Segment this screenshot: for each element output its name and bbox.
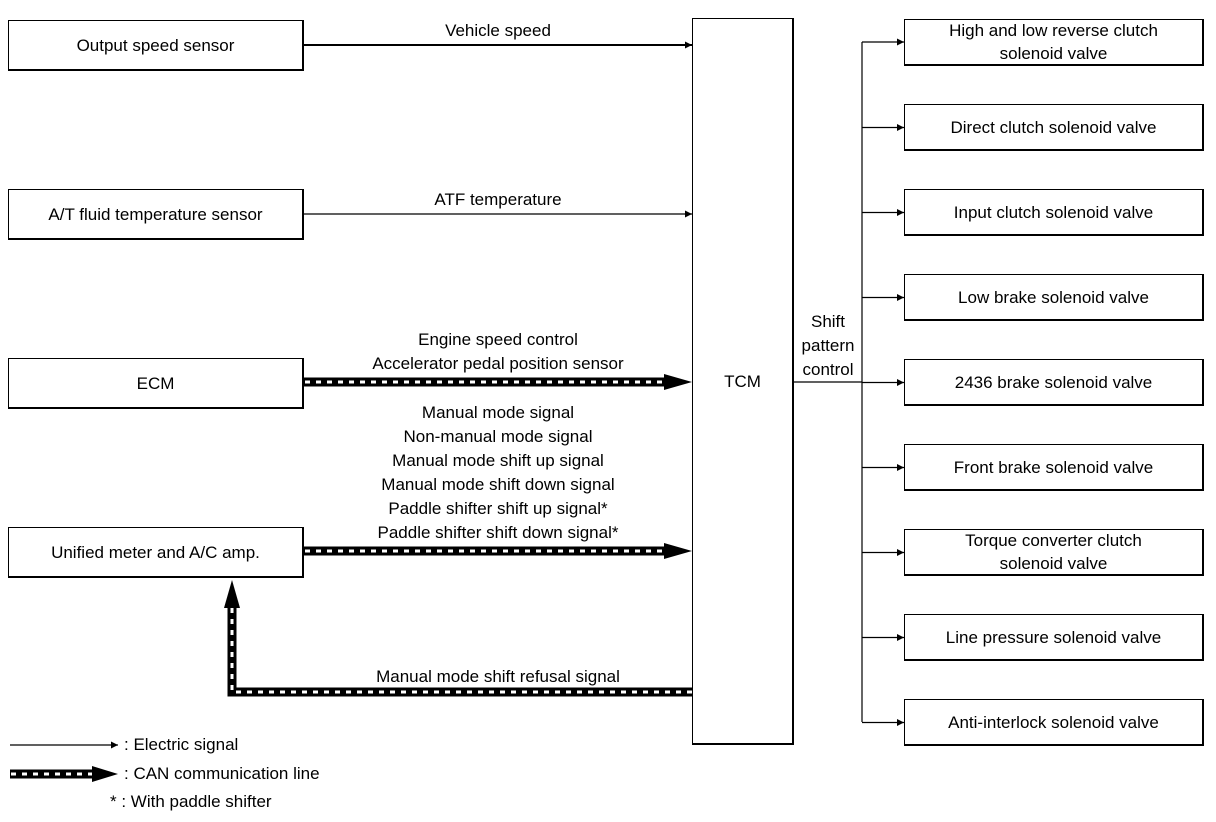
solenoid-valve-label: Direct clutch solenoid valve — [950, 117, 1157, 137]
solenoid-valve-box: Low brake solenoid valve — [904, 274, 1204, 321]
tcm-label: TCM — [724, 371, 761, 391]
solenoid-valve-box: Input clutch solenoid valve — [904, 189, 1204, 236]
solenoid-valve-box: Torque converter clutch solenoid valve — [904, 529, 1204, 576]
solenoid-valve-label: Low brake solenoid valve — [958, 287, 1149, 307]
vehicle-speed-label: Vehicle speed — [445, 21, 551, 40]
shift-pattern-control-label: Shift pattern control — [801, 312, 855, 379]
legend-paddle-label: * : With paddle shifter — [110, 792, 272, 811]
tcm-box: TCM — [692, 18, 794, 745]
solenoid-valve-label: Anti-interlock solenoid valve — [948, 712, 1159, 732]
legend-can-label: : CAN communication line — [124, 764, 320, 783]
solenoid-valve-label: 2436 brake solenoid valve — [954, 372, 1153, 392]
solenoid-valve-label: Line pressure solenoid valve — [945, 627, 1162, 647]
legend-electric-label: : Electric signal — [124, 735, 239, 754]
meter-signals-label: Manual mode signal Non-manual mode signa… — [377, 403, 619, 542]
ecm-signals-label: Engine speed control Accelerator pedal p… — [372, 330, 624, 373]
ecm-box: ECM — [8, 358, 304, 409]
ecm-can-line — [304, 374, 692, 390]
ecm-label: ECM — [136, 373, 175, 393]
solenoid-valve-box: Direct clutch solenoid valve — [904, 104, 1204, 151]
solenoid-valve-box: 2436 brake solenoid valve — [904, 359, 1204, 406]
solenoid-valve-box: Line pressure solenoid valve — [904, 614, 1204, 661]
unified-meter-label: Unified meter and A/C amp. — [51, 542, 260, 562]
solenoid-valve-box: High and low reverse clutch solenoid val… — [904, 19, 1204, 66]
at-fluid-temp-sensor-box: A/T fluid temperature sensor — [8, 189, 304, 240]
output-speed-sensor-label: Output speed sensor — [76, 35, 235, 55]
legend-can-line — [10, 766, 118, 782]
solenoid-valve-label: Input clutch solenoid valve — [953, 202, 1154, 222]
output-speed-sensor-box: Output speed sensor — [8, 20, 304, 71]
atf-temperature-label: ATF temperature — [434, 190, 562, 209]
solenoid-valve-box: Anti-interlock solenoid valve — [904, 699, 1204, 746]
solenoid-valve-label: Torque converter clutch solenoid valve — [965, 531, 1142, 573]
solenoid-valve-label: Front brake solenoid valve — [953, 457, 1154, 477]
refusal-can-line — [224, 580, 692, 697]
unified-meter-box: Unified meter and A/C amp. — [8, 527, 304, 578]
refusal-signal-label: Manual mode shift refusal signal — [376, 667, 620, 686]
at-fluid-temp-sensor-label: A/T fluid temperature sensor — [48, 204, 263, 224]
solenoid-valve-box: Front brake solenoid valve — [904, 444, 1204, 491]
meter-can-line — [304, 543, 692, 559]
solenoid-valve-label: High and low reverse clutch solenoid val… — [949, 21, 1158, 63]
